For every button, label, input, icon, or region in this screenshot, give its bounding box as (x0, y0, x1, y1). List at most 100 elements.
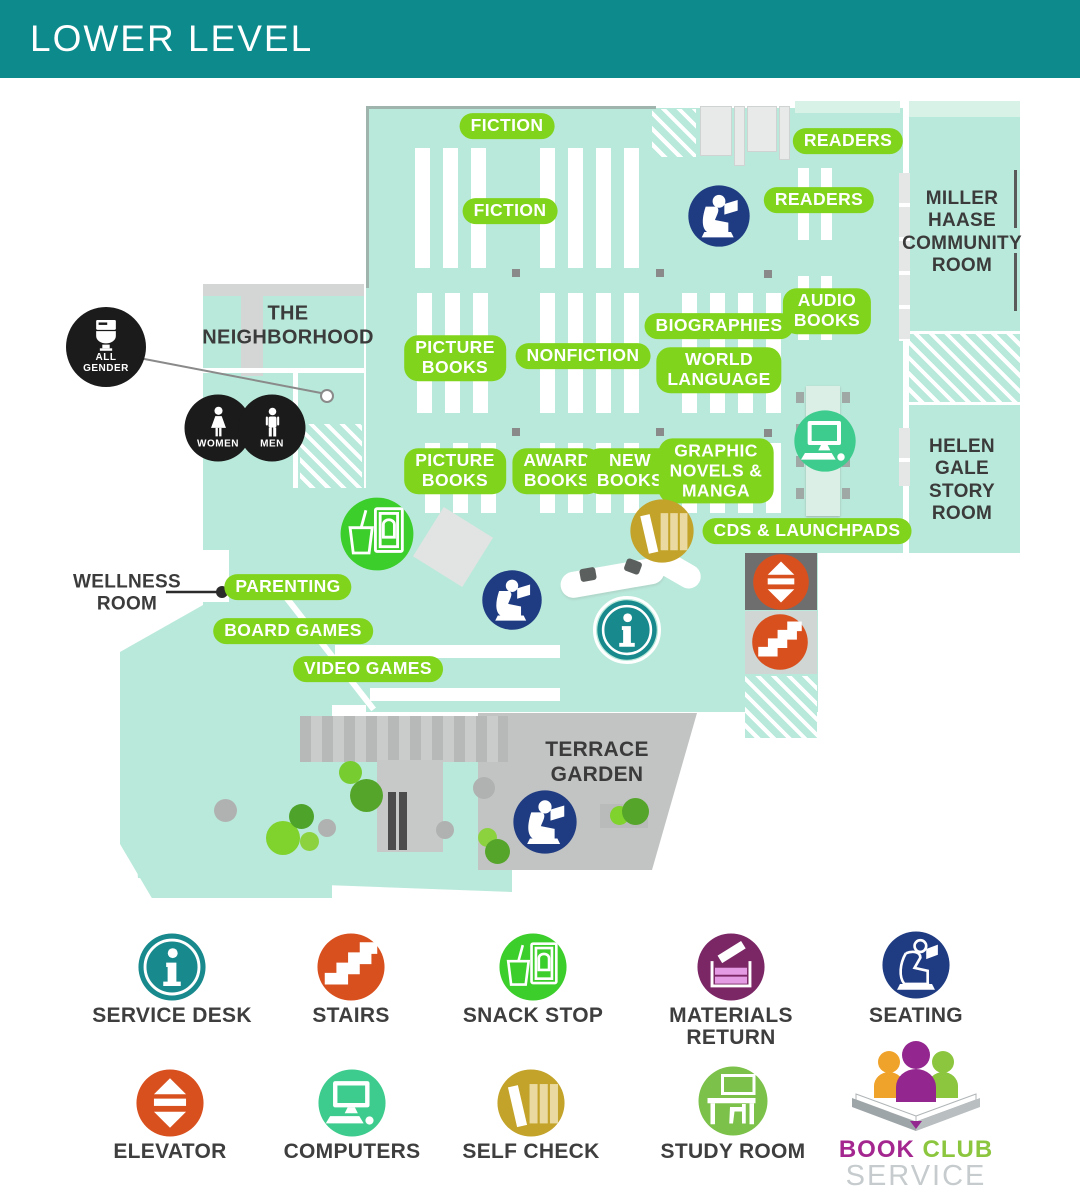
chair (842, 488, 850, 499)
area-label-biographies: BIOGRAPHIES (644, 313, 794, 339)
restroom-women-label: WOMEN (197, 438, 239, 450)
neighborhood-wall-v (241, 284, 263, 376)
service-desk-icon (593, 596, 661, 664)
entry-door (700, 106, 732, 156)
chair (796, 456, 804, 467)
area-label-audio-books: AUDIO BOOKS (782, 288, 872, 334)
miller-door-panels (899, 173, 910, 341)
book-club-service-logo (836, 1038, 996, 1138)
restroom-men-label: MEN (260, 438, 284, 450)
restroom-all-gender-label: ALL GENDER (83, 352, 129, 374)
wall-left (366, 106, 369, 288)
pillar (764, 429, 772, 437)
wall-top (366, 106, 656, 109)
room-label-miller-haase: MILLER HAASE COMMUNITY ROOM (902, 188, 1022, 277)
legend-computers (317, 1068, 387, 1143)
tree (350, 779, 383, 812)
self-check-icon (629, 498, 695, 564)
room-label-neighborhood: THE NEIGHBORHOOD (202, 302, 374, 348)
bush (473, 777, 495, 799)
area-label-picture-books: PICTURE BOOKS (404, 448, 506, 494)
pillar (512, 269, 520, 277)
area-label-nonfiction: NONFICTION (515, 343, 651, 369)
service-desk-icon (138, 933, 206, 1001)
neighborhood-hatch (300, 424, 362, 488)
area-label-readers: READERS (763, 187, 875, 213)
book-club-people-icon (852, 1041, 980, 1131)
video-games-shelf (335, 645, 560, 658)
man-icon (265, 407, 279, 437)
tree (300, 832, 319, 851)
legend-study-room (697, 1065, 769, 1142)
stairs-icon (751, 613, 809, 671)
page-title: LOWER LEVEL (30, 18, 314, 59)
pillar (656, 269, 664, 277)
legend-materials-return (696, 932, 766, 1007)
bush (436, 821, 454, 839)
room-label-terrace-garden: TERRACE GARDEN (545, 738, 649, 786)
legend-service-desk-label: SERVICE DESK (92, 1004, 252, 1027)
restroom-men: MEN (238, 394, 306, 462)
tree (339, 761, 362, 784)
area-label-video-games: VIDEO GAMES (293, 656, 443, 682)
area-label-picture-books: PICTURE BOOKS (404, 335, 506, 381)
study-room-icon (698, 1066, 768, 1136)
miller-wall-strip (1014, 170, 1017, 228)
area-label-fiction: FICTION (459, 113, 555, 139)
computers-icon (793, 409, 857, 473)
legend-study-room-label: STUDY ROOM (660, 1140, 806, 1163)
area-label-world-language: WORLD LANGUAGE (656, 347, 782, 393)
tree (485, 839, 510, 864)
woman-icon (210, 406, 226, 437)
miller-wall-strip (1014, 253, 1017, 311)
toilet-icon (96, 320, 116, 351)
header-bar: LOWER LEVEL (0, 0, 1080, 78)
garden-bench (388, 792, 396, 850)
neighborhood-divider-h (203, 368, 364, 373)
chair (842, 392, 850, 403)
video-games-shelf (370, 688, 560, 701)
legend-self-check-label: SELF CHECK (462, 1140, 600, 1163)
pillar (512, 428, 520, 436)
stairs-icon (317, 933, 385, 1001)
helen-gale-room (909, 405, 1020, 553)
snack-stop-icon (339, 496, 415, 572)
seating-icon (512, 789, 578, 855)
entry-door (779, 106, 790, 160)
legend-snack-stop (498, 932, 568, 1007)
area-label-graphic-novels: GRAPHIC NOVELS & MANGA (658, 438, 774, 504)
bush (214, 799, 237, 822)
area-label-readers: READERS (792, 128, 904, 154)
garden-bench (399, 792, 407, 850)
self-check-icon (497, 1069, 565, 1137)
seating-icon (687, 184, 751, 248)
room-label-wellness: WELLNESS ROOM (73, 571, 181, 615)
tree (289, 804, 314, 829)
legend-elevator (135, 1068, 205, 1143)
right-column-hatch (909, 334, 1020, 402)
seating-icon (481, 569, 543, 631)
legend-seating-label: SEATING (869, 1004, 963, 1027)
pillar (656, 428, 664, 436)
chair (796, 392, 804, 403)
legend-stairs-label: STAIRS (312, 1004, 390, 1027)
entry-door (734, 106, 745, 166)
elevator-icon (752, 553, 810, 611)
book-club-wordmark: BOOK CLUB (839, 1136, 993, 1164)
legend-computers-label: COMPUTERS (283, 1140, 421, 1163)
room-label-helen-gale: HELEN GALE STORY ROOM (929, 436, 995, 525)
stairs-hatch (745, 676, 817, 738)
area-label-fiction: FICTION (462, 198, 558, 224)
legend-elevator-label: ELEVATOR (113, 1140, 227, 1163)
area-label-board-games: BOARD GAMES (213, 618, 373, 644)
logo-word-service: SERVICE (845, 1160, 987, 1192)
miller-haase-top-strip (909, 101, 1020, 117)
planter-tree (622, 798, 649, 825)
materials-return-icon (697, 933, 765, 1001)
seating-icon (882, 931, 950, 999)
area-label-parenting: PARENTING (224, 574, 352, 600)
snack-stop-icon (499, 933, 567, 1001)
legend-materials-return-label: MATERIALS RETURN (669, 1004, 793, 1050)
logo-word-club: CLUB (922, 1136, 994, 1163)
chair (796, 488, 804, 499)
